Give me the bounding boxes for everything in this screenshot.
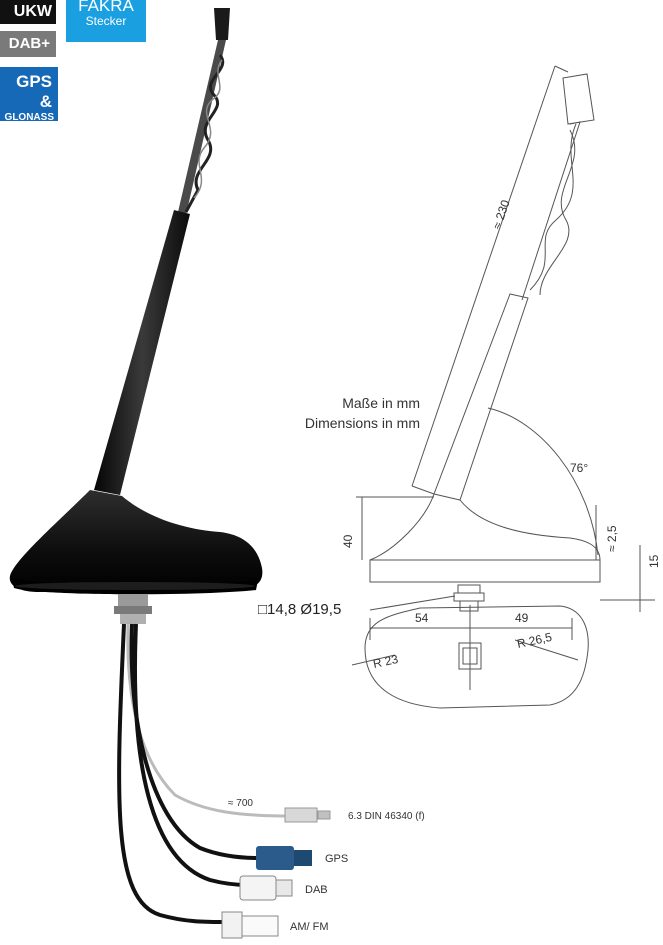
connector-label-dab: DAB [305,884,328,896]
badge-ukw-text: UKW [13,3,52,20]
connector-label-amfm: AM/ FM [290,921,329,933]
rear-radius-dimension: R 26,5 [516,630,554,651]
front-length-dimension: 54 [415,611,429,625]
units-label-en: Dimensions in mm [305,415,420,431]
antenna-photo [9,8,263,624]
badge-fakra-subtitle: Stecker [85,14,127,28]
badge-dab-text: DAB+ [8,35,50,52]
badge-fakra-title: FAKRA [78,0,134,15]
connector-label-din: 6.3 DIN 46340 (f) [348,811,425,822]
height-dimension: 40 [341,534,355,548]
badge-dab: DAB+ [0,31,56,57]
base-height-dimension: 15 [647,554,661,568]
tilt-offset-dimension: ≈ 2,5 [605,525,619,552]
antenna-cables [117,623,291,924]
badge-gps: GPS & GLONASS [0,67,58,123]
length-dimension: ≈ 230 [490,198,513,231]
technical-drawing [351,65,655,709]
badge-gps-subtitle: GLONASS [4,112,54,123]
cable-length-label: ≈ 700 [228,798,253,809]
mount-size-dimension: □14,8 Ø19,5 [258,601,341,618]
angle-dimension: 76° [570,461,588,475]
units-label-de: Maße in mm [342,395,420,411]
badge-fakra: FAKRA Stecker [66,0,146,42]
badge-ukw: UKW [0,0,56,24]
rear-length-dimension: 49 [515,611,529,625]
cable-connectors [221,807,331,939]
connector-label-gps: GPS [325,853,348,865]
front-radius-dimension: R 23 [372,652,400,671]
badge-gps-title: GPS & [16,72,52,111]
